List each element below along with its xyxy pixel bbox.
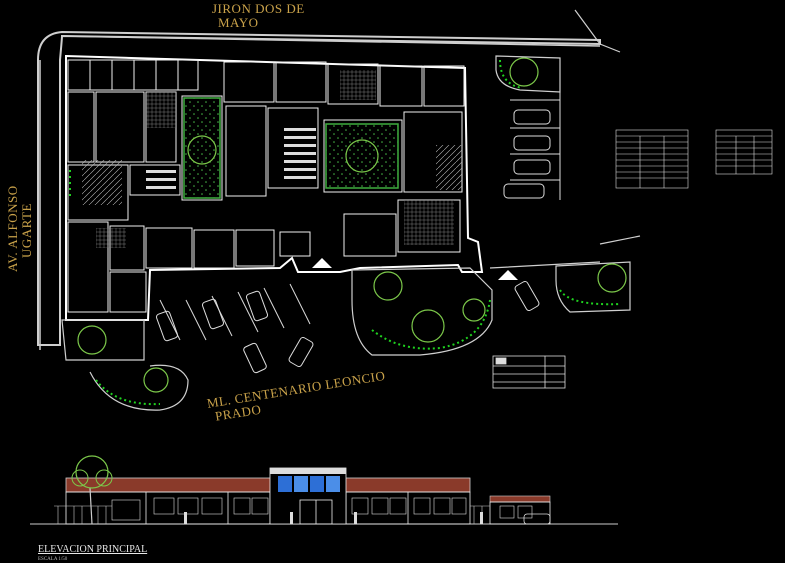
courtyard-center: [325, 123, 399, 189]
garden-bottom-left: [61, 319, 189, 411]
title-block: [492, 355, 566, 389]
seating-rows: [146, 128, 316, 189]
legend-table-1: [615, 129, 689, 189]
street-label-top-line-2: MAYO: [218, 15, 259, 30]
garden-bottom-center: [351, 267, 493, 356]
elevation-car: [523, 513, 551, 525]
street-label-top-line-1: JIRON DOS DE: [212, 1, 305, 16]
building-outline: [65, 54, 484, 321]
floor-hatching: [82, 70, 462, 248]
entrance-symbols: [312, 258, 518, 280]
garden-right: [555, 261, 631, 313]
site-boundary: [37, 30, 601, 346]
elevation-people: [184, 512, 483, 524]
garden-top-right: [495, 55, 561, 93]
elevation-windows: [111, 497, 533, 521]
parking-bottom: [155, 280, 540, 374]
street-label-left: AV. ALFONSO UGARTE: [5, 185, 34, 272]
right-road: [489, 9, 641, 269]
legend-table-2: [715, 129, 773, 175]
street-label-left-line-2: UGARTE: [19, 203, 34, 258]
top-sidewalk: [61, 35, 601, 47]
courtyard-left: [183, 97, 221, 199]
interior-walls: [67, 59, 465, 313]
elevation-tree: [71, 455, 113, 525]
street-label-top: JIRON DOS DE MAYO: [212, 2, 305, 30]
elevation-scale: ESCALA 1/50: [38, 557, 68, 562]
elevation-title: ELEVACION PRINCIPAL: [38, 544, 148, 555]
street-label-left-line-1: AV. ALFONSO: [5, 185, 20, 272]
parking-right: [503, 90, 561, 200]
elevation-entrance-tower: [269, 467, 347, 525]
